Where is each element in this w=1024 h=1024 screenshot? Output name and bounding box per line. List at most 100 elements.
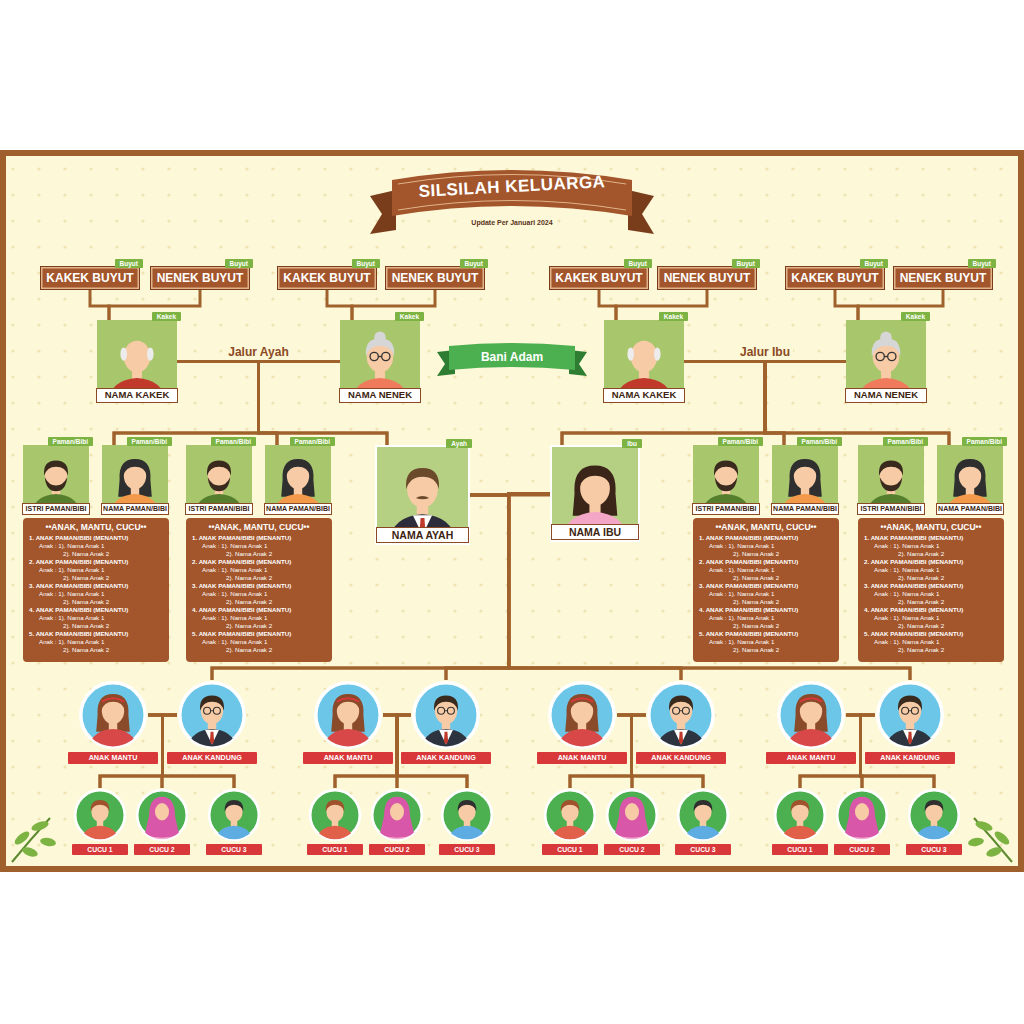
panel-line: 2). Nama Anak 2 (29, 646, 163, 654)
photo-node: Paman/BibiNAMA PAMAN/BIBI (265, 445, 331, 515)
name-text: KAKEK BUYUT (555, 271, 642, 285)
panel-line: 1. ANAK PAMAN/BIBI (MENANTU) (699, 534, 833, 542)
connector (616, 290, 707, 320)
panel-line: 2). Nama Anak 2 (864, 550, 998, 558)
buyut-node: BuyutKAKEK BUYUT (40, 266, 140, 290)
name-text: KAKEK BUYUT (46, 271, 133, 285)
edge-label: Jalur Ayah (225, 345, 291, 359)
circle-node: CUCU 1 (543, 788, 597, 842)
level-tag: Paman/Bibi (962, 437, 1007, 446)
panel-line: 1. ANAK PAMAN/BIBI (MENANTU) (864, 534, 998, 542)
circle-node: ANAK MANTU (313, 680, 383, 750)
circle-node: CUCU 1 (73, 788, 127, 842)
person-illustration (676, 788, 730, 842)
panel-line: 2). Nama Anak 2 (29, 574, 163, 582)
name-ribbon: CUCU 1 (772, 844, 828, 855)
name-ribbon: CUCU 2 (369, 844, 425, 855)
name-ribbon: CUCU 3 (439, 844, 495, 855)
level-tag: Buyut (352, 259, 380, 268)
person-illustration (313, 680, 383, 750)
level-tag: Buyut (460, 259, 488, 268)
name-ribbon: ANAK KANDUNG (636, 752, 726, 764)
panel-line: 4. ANAK PAMAN/BIBI (MENANTU) (29, 606, 163, 614)
person-illustration (440, 788, 494, 842)
panel-line: 2). Nama Anak 2 (192, 574, 326, 582)
panel-line: 2). Nama Anak 2 (192, 550, 326, 558)
person-illustration (177, 680, 247, 750)
panel-line: Anak : 1). Nama Anak 1 (699, 614, 833, 622)
level-tag: Kakek (659, 312, 688, 321)
person-illustration (605, 788, 659, 842)
panel-line: 5. ANAK PAMAN/BIBI (MENANTU) (864, 630, 998, 638)
connector (509, 494, 681, 681)
name-ribbon: ANAK KANDUNG (865, 752, 955, 764)
panel-line: 1. ANAK PAMAN/BIBI (MENANTU) (192, 534, 326, 542)
level-tag: Buyut (860, 259, 888, 268)
name-band: NAMA PAMAN/BIBI (771, 503, 839, 515)
panel-line: 3. ANAK PAMAN/BIBI (MENANTU) (192, 582, 326, 590)
panel-line: 2). Nama Anak 2 (192, 598, 326, 606)
circle-node: CUCU 2 (605, 788, 659, 842)
name-text: NENEK BUYUT (664, 271, 751, 285)
name-text: NENEK BUYUT (900, 271, 987, 285)
connector (109, 290, 200, 320)
connector (858, 290, 943, 320)
person-illustration (308, 788, 362, 842)
person-illustration (78, 680, 148, 750)
buyut-node: BuyutKAKEK BUYUT (549, 266, 649, 290)
name-ribbon: CUCU 2 (834, 844, 890, 855)
panel-line: 2). Nama Anak 2 (192, 646, 326, 654)
panel-line: 2). Nama Anak 2 (864, 574, 998, 582)
name-text: KAKEK BUYUT (791, 271, 878, 285)
panel-line: Anak : 1). Nama Anak 1 (192, 566, 326, 574)
circle-node: ANAK MANTU (776, 680, 846, 750)
person-illustration (835, 788, 889, 842)
circle-node: ANAK KANDUNG (177, 680, 247, 750)
panel-line: 5. ANAK PAMAN/BIBI (MENANTU) (699, 630, 833, 638)
photo-node: KakekNAMA NENEK (340, 320, 420, 403)
name-ribbon: CUCU 1 (72, 844, 128, 855)
photo-node: Paman/BibiISTRI PAMAN/BIBI (858, 445, 924, 515)
level-tag: Paman/Bibi (797, 437, 842, 446)
person-illustration (135, 788, 189, 842)
person-illustration (875, 680, 945, 750)
buyut-node: BuyutNENEK BUYUT (893, 266, 993, 290)
photo-node: KakekNAMA NENEK (846, 320, 926, 403)
panel-line: Anak : 1). Nama Anak 1 (864, 566, 998, 574)
level-tag: Paman/Bibi (48, 437, 93, 446)
ribbon-node: Bani Adam (437, 340, 587, 378)
dot-texture (6, 156, 1018, 866)
name-band: ISTRI PAMAN/BIBI (22, 503, 90, 515)
person-illustration (646, 680, 716, 750)
photo-node: IbuNAMA IBU (550, 445, 640, 542)
panel-line: 2). Nama Anak 2 (864, 598, 998, 606)
name-band: NAMA PAMAN/BIBI (936, 503, 1004, 515)
person-illustration (411, 680, 481, 750)
person-illustration (370, 788, 424, 842)
panel-line: 2. ANAK PAMAN/BIBI (MENANTU) (192, 558, 326, 566)
circle-node: ANAK KANDUNG (875, 680, 945, 750)
panel-node: ••ANAK, MANTU, CUCU••1. ANAK PAMAN/BIBI … (23, 518, 169, 662)
photo-node: KakekNAMA KAKEK (97, 320, 177, 403)
connector (352, 290, 435, 320)
panel-line: 3. ANAK PAMAN/BIBI (MENANTU) (864, 582, 998, 590)
panel-line: Anak : 1). Nama Anak 1 (699, 638, 833, 646)
person-illustration (776, 680, 846, 750)
name-ribbon: ANAK MANTU (303, 752, 393, 764)
panel-line: Anak : 1). Nama Anak 1 (29, 614, 163, 622)
buyut-node: BuyutKAKEK BUYUT (785, 266, 885, 290)
panel-line: Anak : 1). Nama Anak 1 (192, 542, 326, 550)
frame (3, 153, 1021, 869)
name-band: NAMA AYAH (376, 527, 469, 543)
name-ribbon: CUCU 1 (307, 844, 363, 855)
level-tag: Ayah (446, 439, 472, 448)
level-tag: Paman/Bibi (211, 437, 256, 446)
panel-line: 2. ANAK PAMAN/BIBI (MENANTU) (864, 558, 998, 566)
photo-node: AyahNAMA AYAH (375, 445, 470, 545)
panel-heading: ••ANAK, MANTU, CUCU•• (699, 522, 833, 532)
panel-line: Anak : 1). Nama Anak 1 (29, 638, 163, 646)
panel-line: Anak : 1). Nama Anak 1 (864, 542, 998, 550)
person-illustration (773, 788, 827, 842)
panel-line: Anak : 1). Nama Anak 1 (864, 638, 998, 646)
